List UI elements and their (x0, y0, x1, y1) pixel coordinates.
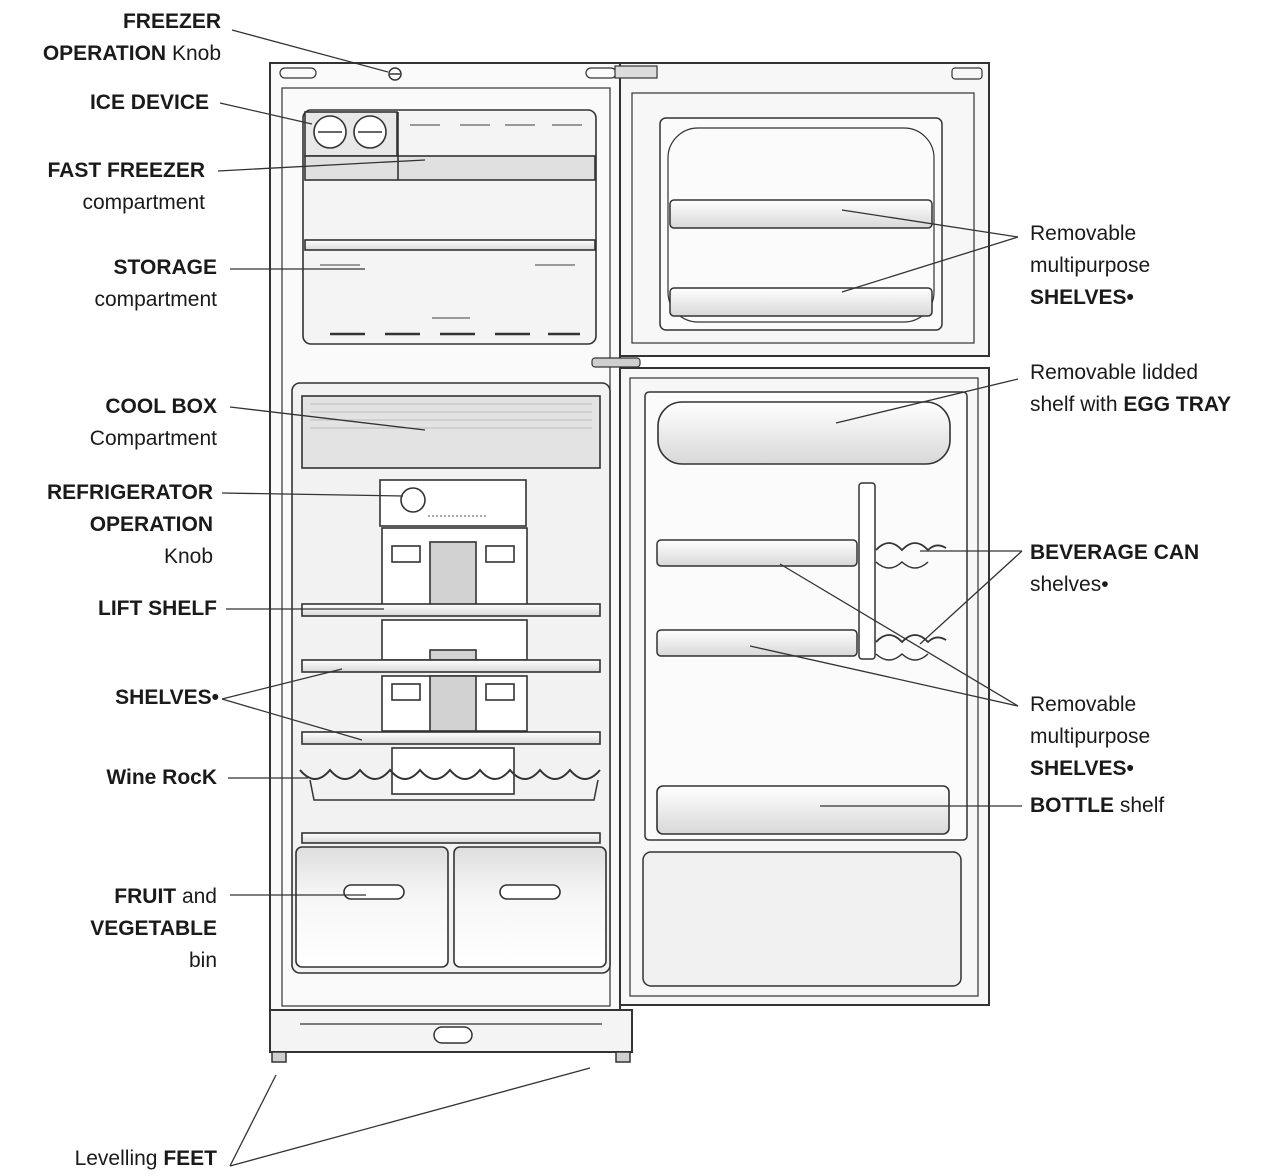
base-kickplate (269, 1009, 633, 1063)
label-fruit-bin: FRUIT and VEGETABLE bin (90, 885, 217, 972)
label-levelling-feet: Levelling FEET (74, 1147, 217, 1170)
label-bottle-shelf: BOTTLE shelf (1030, 794, 1165, 817)
freezer-knob-icon (388, 67, 402, 81)
fridge-compartment (291, 382, 611, 974)
label-egg-tray: Removable lidded shelf with EGG TRAY (1030, 361, 1232, 416)
label-refrigerator-knob: REFRIGERATOR OPERATION Knob (46, 481, 213, 568)
label-beverage-can: BEVERAGE CAN shelves• (1030, 541, 1200, 596)
leader-lines (217, 29, 1023, 1167)
label-fridge-door-shelves: Removable multipurpose SHELVES• (1030, 693, 1151, 780)
label-wine-rock: Wine RocK (106, 766, 217, 789)
label-lift-shelf: LIFT SHELF (98, 597, 217, 620)
label-cool-box: COOL BOX Compartment (89, 395, 217, 450)
fridge-door (619, 367, 990, 1006)
label-ice-device: ICE DEVICE (89, 91, 209, 114)
label-storage: STORAGE compartment (94, 256, 217, 311)
label-freezer-door-shelves: Removable multipurpose SHELVES• (1030, 222, 1151, 309)
label-shelves-left: SHELVES• (115, 686, 219, 709)
label-fast-freezer: FAST FREEZER compartment (47, 159, 205, 214)
label-freezer-knob: FREEZER OPERATION Knob (42, 10, 221, 65)
freezer-door (614, 62, 990, 357)
freezer-compartment (302, 109, 597, 345)
